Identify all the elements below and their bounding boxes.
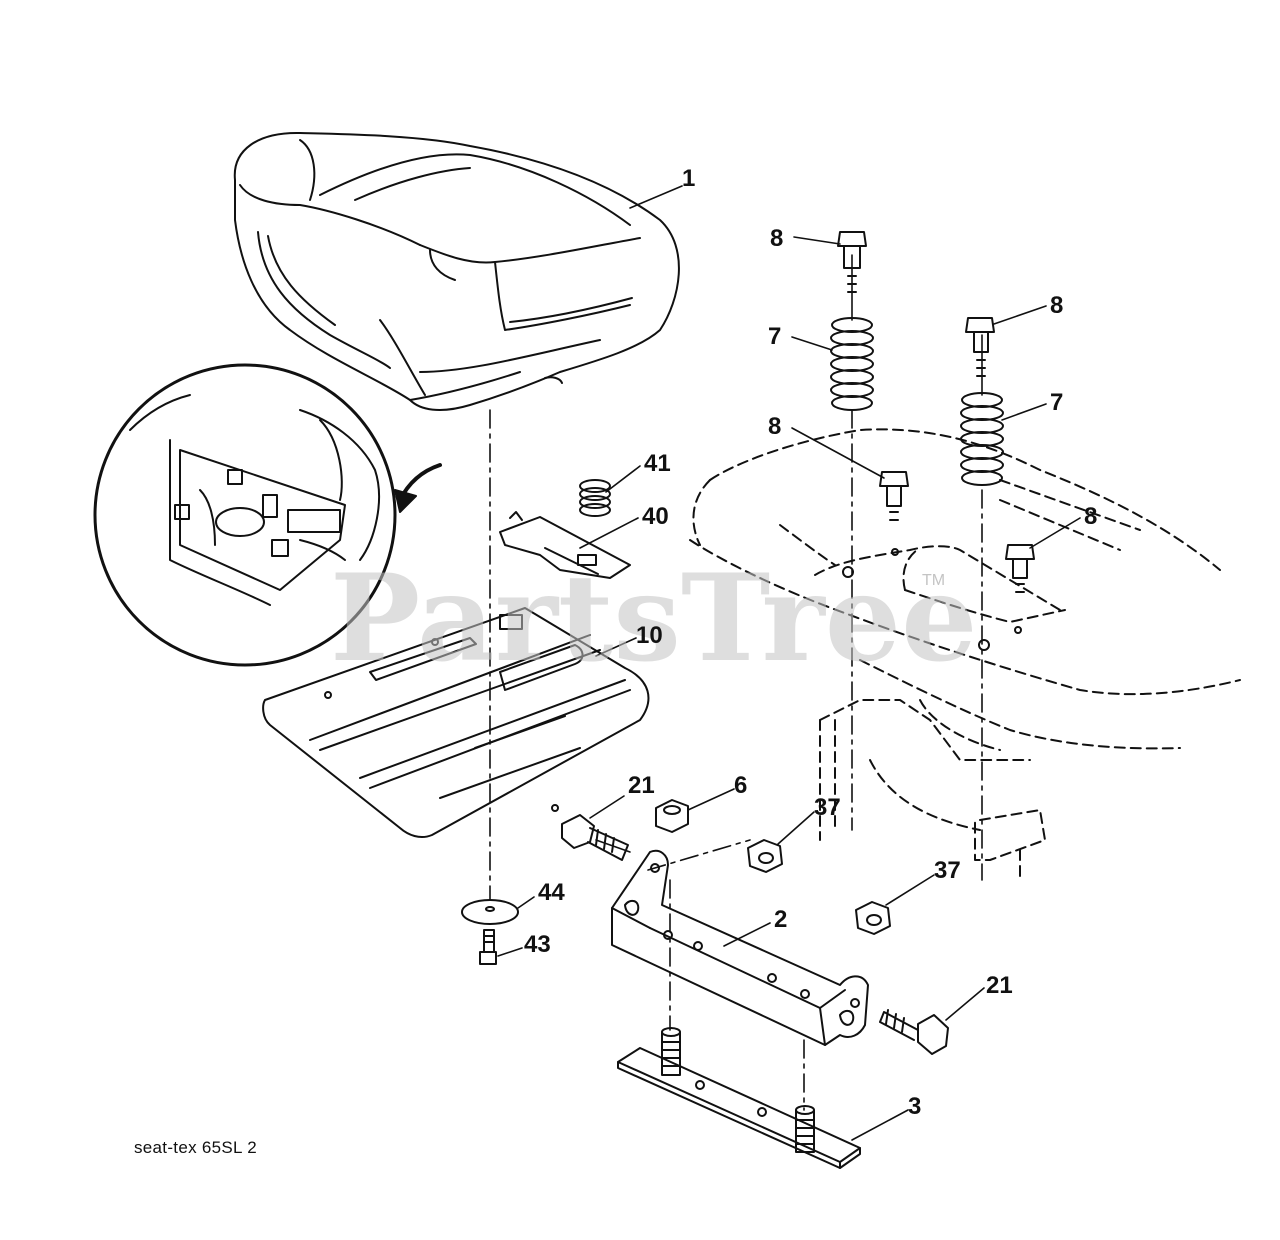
callout-small-spring: 41 (644, 450, 671, 477)
callout-screw: 43 (524, 931, 551, 958)
callout-seat-pan: 10 (636, 622, 663, 649)
callout-nut-37-lower: 37 (934, 857, 961, 884)
callout-bolt-21-left: 21 (628, 772, 655, 799)
callout-washer: 44 (538, 879, 565, 906)
callout-bolt-21-right: 21 (986, 972, 1013, 999)
callout-labels: 1 8 8 7 7 8 8 41 40 10 21 6 37 37 44 2 4… (524, 165, 1097, 1120)
small-spring-drawing (579, 479, 611, 517)
callout-seat: 1 (682, 165, 695, 192)
callout-seat-bracket: 2 (774, 906, 787, 933)
callout-bolt-b: 8 (1050, 292, 1063, 319)
callout-bolt-d: 8 (1084, 503, 1097, 530)
callout-spring-left: 7 (768, 323, 781, 350)
nut-37-lower-drawing (855, 901, 891, 935)
watermark-tm: TM (922, 572, 945, 589)
callout-bolt-c: 8 (768, 413, 781, 440)
callout-base-plate: 3 (908, 1093, 921, 1120)
watermark-text: PartsTree (330, 548, 977, 689)
bolt-21-right-drawing (879, 1009, 949, 1055)
callout-nut-37-upper: 37 (814, 794, 841, 821)
fender-outline (689, 428, 1241, 881)
bolts-drawing (837, 231, 1035, 651)
drawing-caption: seat-tex 65SL 2 (134, 1138, 257, 1157)
seat-pan-drawing (262, 607, 650, 838)
bolt-21-left-drawing (561, 814, 629, 861)
nut-37-upper-drawing (747, 839, 783, 873)
leader-lines (497, 185, 1081, 1141)
spring-left-drawing (830, 317, 874, 411)
nut-6-drawing (655, 799, 689, 833)
spring-right-drawing (960, 392, 1004, 486)
clip-drawing (499, 511, 631, 579)
watermark: PartsTree TM (330, 548, 977, 689)
callout-bolt-a: 8 (770, 225, 783, 252)
detail-magnifier (93, 363, 442, 667)
callout-nut-6: 6 (734, 772, 747, 799)
callout-clip: 40 (642, 503, 669, 530)
callout-spring-right: 7 (1050, 389, 1063, 416)
screw-drawing (479, 929, 497, 965)
seat-bracket-drawing (611, 849, 869, 1046)
seat-drawing (233, 131, 680, 411)
base-plate-drawing (617, 1027, 861, 1169)
washer-drawing (461, 899, 519, 925)
center-lines (489, 409, 983, 1111)
